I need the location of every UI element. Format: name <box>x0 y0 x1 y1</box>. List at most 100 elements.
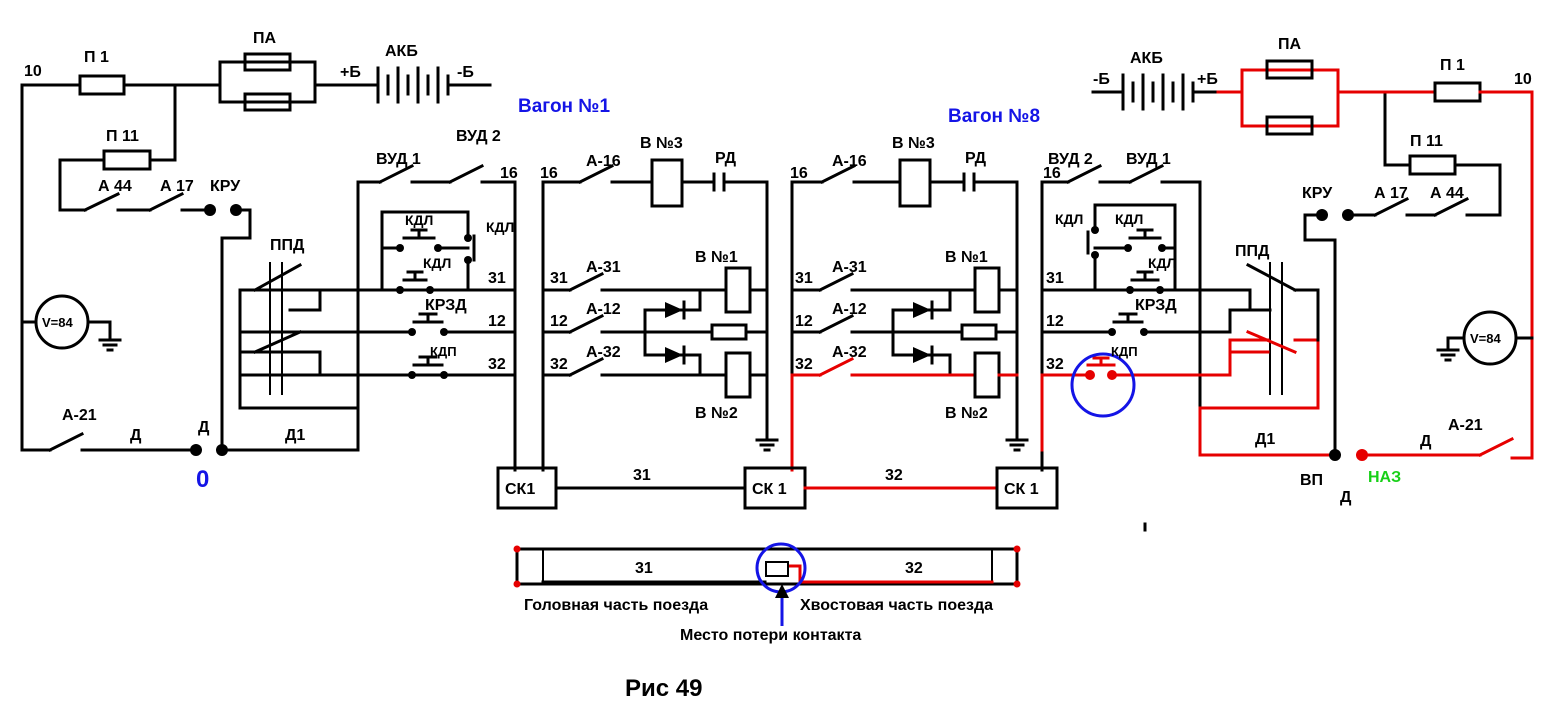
label-wire12-car8: 12 <box>795 313 813 330</box>
label-ppd-left: ППД <box>270 237 305 254</box>
label-wire16-left: 16 <box>500 165 518 182</box>
switch-a21-right <box>1477 436 1515 458</box>
label-plus-b-left: +Б <box>340 64 361 81</box>
label-a17-right: А 17 <box>1374 185 1408 202</box>
resistor-car1 <box>710 323 748 341</box>
label-kdp-right: КДП <box>1111 344 1138 359</box>
kru-contact-right-a <box>1316 209 1328 221</box>
label-car8: Вагон №8 <box>948 106 1040 127</box>
kru-contact-left-a <box>204 204 216 216</box>
label-voltmeter-left: V=84 <box>42 315 73 330</box>
label-kdl-3-left: КДЛ <box>423 255 451 271</box>
label-wire16-car1: 16 <box>540 165 558 182</box>
label-p11-right: П 11 <box>1410 133 1443 150</box>
label-wire31-car1: 31 <box>550 270 568 287</box>
switch-a12-car1 <box>567 313 605 335</box>
label-rd-car8: РД <box>965 150 987 167</box>
fuse-p11-left <box>102 149 152 171</box>
ppd-contact-2-left <box>253 330 302 354</box>
car8-control-section <box>1040 59 1534 472</box>
switch-a32-car1 <box>567 356 605 378</box>
label-minus-b-left: -Б <box>457 64 474 81</box>
label-krzd-right: КРЗД <box>1135 297 1177 314</box>
relay-b3-car1 <box>650 158 684 208</box>
resistor-car8 <box>960 323 998 341</box>
contact-d-right-a <box>1329 449 1341 461</box>
switch-a21-left <box>47 431 85 453</box>
label-figure: Рис 49 <box>625 675 702 702</box>
kru-contact-right-b <box>1342 209 1354 221</box>
label-b2-car8: В №2 <box>945 405 988 422</box>
relay-b3-car8 <box>898 158 932 208</box>
label-a21-right: А-21 <box>1448 417 1483 434</box>
car1-relay-section <box>541 158 779 472</box>
switch-a44-left <box>82 191 121 213</box>
label-a17-left: А 17 <box>160 178 194 195</box>
label-a12-car1: А-12 <box>586 301 621 318</box>
label-d-line-right: Д <box>1420 433 1432 450</box>
label-kdl-1-right: КДЛ <box>1055 211 1083 227</box>
switch-vud1-right <box>1127 163 1165 185</box>
contact-d-left-b <box>216 444 228 456</box>
label-kdl-2-left: КДЛ <box>486 219 514 235</box>
switch-a31-car8 <box>817 271 855 293</box>
fuse-pa-top-right <box>1265 59 1314 80</box>
ppd-contact-2-right <box>1246 330 1297 354</box>
label-wire16-car8: 16 <box>790 165 808 182</box>
label-wire10-right: 10 <box>1514 71 1532 88</box>
label-krzd-left: КРЗД <box>425 297 467 314</box>
label-a21-left: А-21 <box>62 407 97 424</box>
label-car1: Вагон №1 <box>518 96 610 117</box>
label-wire31-right: 31 <box>1046 270 1064 287</box>
label-p1-right: П 1 <box>1440 57 1465 74</box>
switch-a16-car1 <box>577 163 615 185</box>
label-minus-b-right: -Б <box>1093 71 1110 88</box>
relay-b1-car1 <box>724 266 752 314</box>
label-a32-car8: А-32 <box>832 344 867 361</box>
box-ck1-car8 <box>995 466 1059 510</box>
relay-b2-car8 <box>973 351 1001 399</box>
label-p1-left: П 1 <box>84 49 109 66</box>
diode-bottom-car1 <box>665 347 683 363</box>
diode-top-car8 <box>913 302 931 318</box>
label-wire31-line: 31 <box>633 467 651 484</box>
label-akb-right: АКБ <box>1130 50 1163 67</box>
car1-power-section <box>20 52 517 472</box>
label-kdp-left: КДП <box>430 344 457 359</box>
label-kru-right: КРУ <box>1302 185 1333 202</box>
switch-a32-car8 <box>817 356 855 378</box>
label-a44-right: А 44 <box>1430 185 1464 202</box>
label-a16-car8: А-16 <box>832 153 867 170</box>
label-b3-car1: В №3 <box>640 135 683 152</box>
fuse-pa-top-left <box>243 52 292 72</box>
label-vud2-right: ВУД 2 <box>1048 151 1093 168</box>
label-vud1-right: ВУД 1 <box>1126 151 1171 168</box>
label-wire10-left: 10 <box>24 63 42 80</box>
diode-bottom-car8 <box>913 347 931 363</box>
label-d-line-left: Д <box>130 427 142 444</box>
train-line <box>496 466 1147 532</box>
label-wire12-right: 12 <box>1046 313 1064 330</box>
label-a44-left: А 44 <box>98 178 132 195</box>
label-plus-b-right: +Б <box>1197 71 1218 88</box>
label-wire31-left: 31 <box>488 270 506 287</box>
label-akb-left: АКБ <box>385 43 418 60</box>
label-a31-car8: А-31 <box>832 259 867 276</box>
label-d-contact-right: Д <box>1340 489 1352 506</box>
switch-a16-car8 <box>819 163 857 185</box>
label-p11-left: П 11 <box>106 128 139 145</box>
label-a31-car1: А-31 <box>586 259 621 276</box>
relay-b1-car8 <box>973 266 1001 314</box>
fuse-p11-right <box>1408 154 1457 176</box>
label-rd-car1: РД <box>715 150 737 167</box>
switch-vud2-right <box>1065 163 1103 185</box>
switch-a17-left <box>147 191 185 213</box>
label-a16-car1: А-16 <box>586 153 621 170</box>
ppd-contact-1-left <box>252 262 303 293</box>
label-a12-car8: А-12 <box>832 301 867 318</box>
label-b2-car1: В №2 <box>695 405 738 422</box>
battery-right <box>1121 73 1195 111</box>
fuse-p1-left <box>78 74 126 96</box>
